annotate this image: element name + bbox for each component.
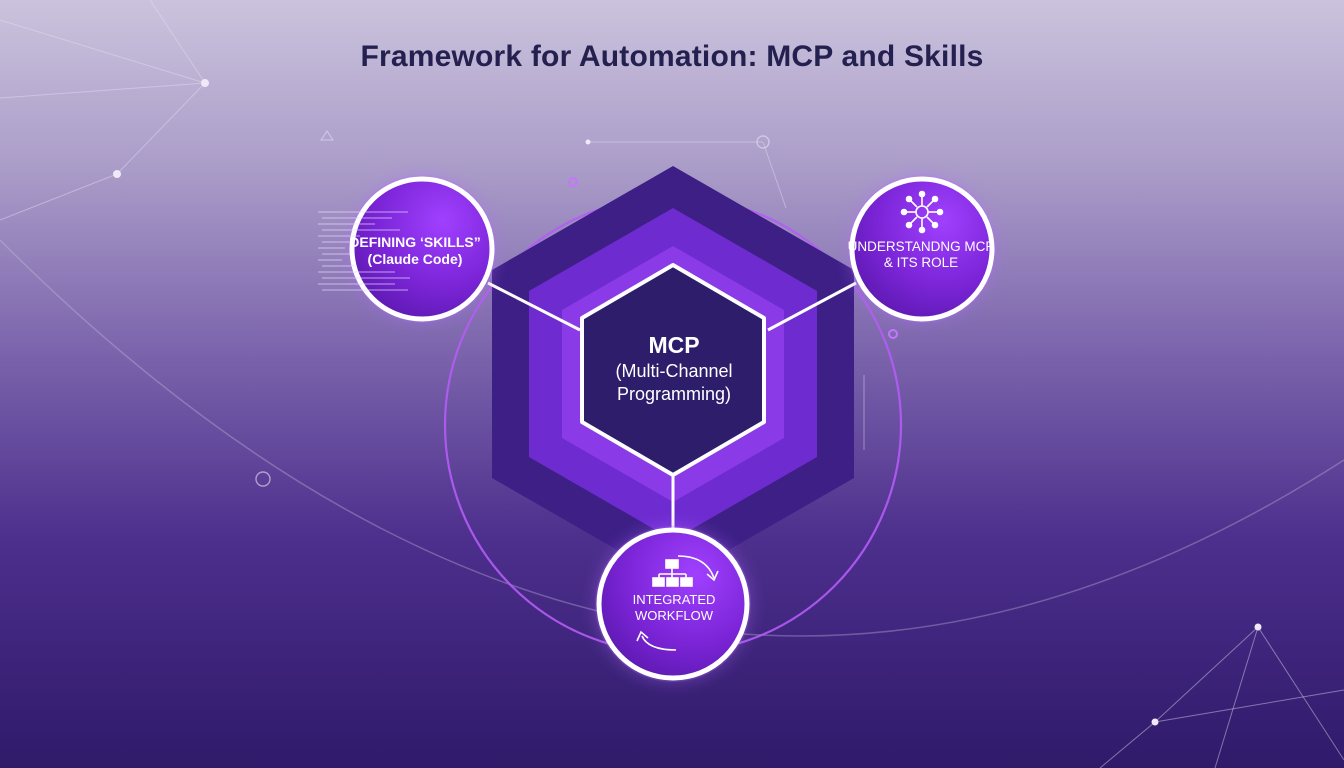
core-subtitle-line2: Programming)	[616, 384, 732, 404]
flowchart-cycle-icon	[636, 555, 719, 651]
core-hexagon	[580, 263, 766, 477]
skills-label: DEFINING ‘SKILLS” (Claude Code)	[340, 234, 490, 268]
skills-label-line2: (Claude Code)	[367, 251, 463, 267]
core-title: MCP	[648, 332, 700, 358]
code-snippet-lines	[318, 211, 410, 291]
mcp-role-label-line1: UNDERSTANDNG MCP	[847, 239, 995, 254]
connector-lines	[487, 281, 857, 528]
workflow-label-line1: INTEGRATED	[632, 592, 716, 607]
node-skills	[318, 175, 496, 323]
core-subtitle-line1: (Multi-Channel	[615, 361, 733, 381]
node-mcp-role	[848, 175, 996, 323]
node-workflow	[595, 526, 751, 682]
background-rings	[255, 135, 770, 487]
workflow-label-line2: WORKFLOW	[635, 608, 713, 623]
core-label: MCP (Multi-Channel Programming)	[574, 330, 774, 406]
orbit-markers	[568, 177, 898, 339]
network-hub-icon	[900, 190, 944, 234]
mcp-role-label-line2: & ITS ROLE	[883, 255, 959, 270]
workflow-label: INTEGRATED WORKFLOW	[612, 592, 736, 624]
background-dots	[113, 79, 1262, 726]
diagram-title: Framework for Automation: MCP and Skills	[360, 40, 984, 73]
mcp-role-label: UNDERSTANDNG MCP & ITS ROLE	[845, 239, 997, 271]
skills-label-line1: DEFINING ‘SKILLS”	[349, 234, 481, 250]
